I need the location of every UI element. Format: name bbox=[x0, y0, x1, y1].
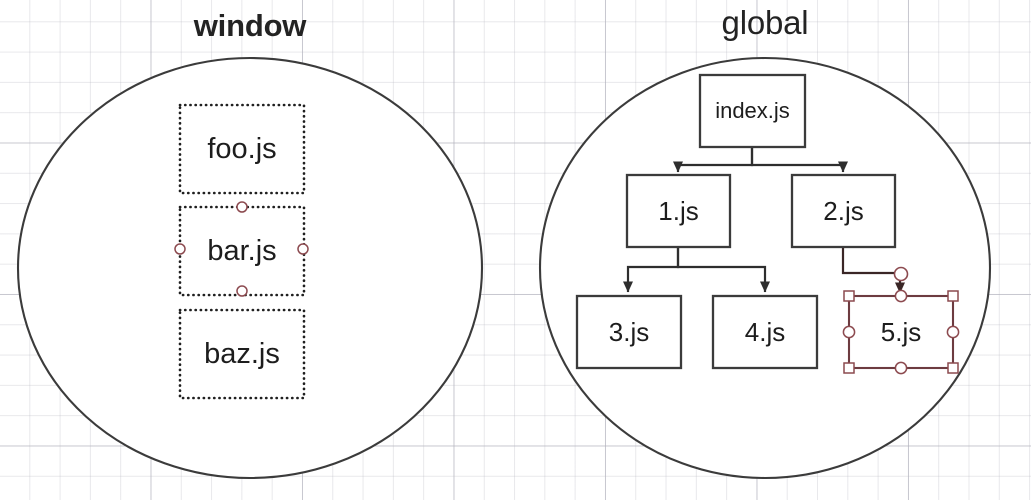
selection-handle-ne[interactable] bbox=[947, 290, 959, 302]
node-box-5[interactable] bbox=[847, 294, 955, 370]
selection-handle-w[interactable] bbox=[842, 325, 856, 339]
node-box-4[interactable] bbox=[711, 294, 819, 370]
node-box-foo[interactable] bbox=[178, 103, 306, 195]
node-box-baz[interactable] bbox=[178, 308, 306, 400]
node-box-3[interactable] bbox=[575, 294, 683, 370]
node-box-index[interactable] bbox=[698, 73, 807, 149]
scope-title-window: window bbox=[193, 8, 307, 43]
connection-handle-bar-left[interactable] bbox=[174, 243, 186, 255]
connection-handle-bar-right[interactable] bbox=[297, 243, 309, 255]
node-box-2[interactable] bbox=[790, 173, 897, 249]
edge-1-to-4[interactable] bbox=[676, 247, 770, 293]
selection-handle-se[interactable] bbox=[947, 362, 959, 374]
selection-handle-sw[interactable] bbox=[843, 362, 855, 374]
edge-endpoint-handle-source[interactable] bbox=[893, 266, 909, 282]
selection-handle-s[interactable] bbox=[894, 361, 908, 375]
scope-ellipse-window[interactable] bbox=[16, 56, 484, 480]
selection-handle-e[interactable] bbox=[946, 325, 960, 339]
edge-2-to-5[interactable] bbox=[841, 247, 905, 294]
selection-handle-n[interactable] bbox=[894, 289, 908, 303]
selection-handle-nw[interactable] bbox=[843, 290, 855, 302]
connection-handle-bar-bottom[interactable] bbox=[236, 285, 248, 297]
node-box-1[interactable] bbox=[625, 173, 732, 249]
connection-handle-bar-top[interactable] bbox=[236, 201, 248, 213]
edge-index-to-2[interactable] bbox=[750, 147, 848, 173]
scope-title-global: global bbox=[721, 4, 809, 41]
